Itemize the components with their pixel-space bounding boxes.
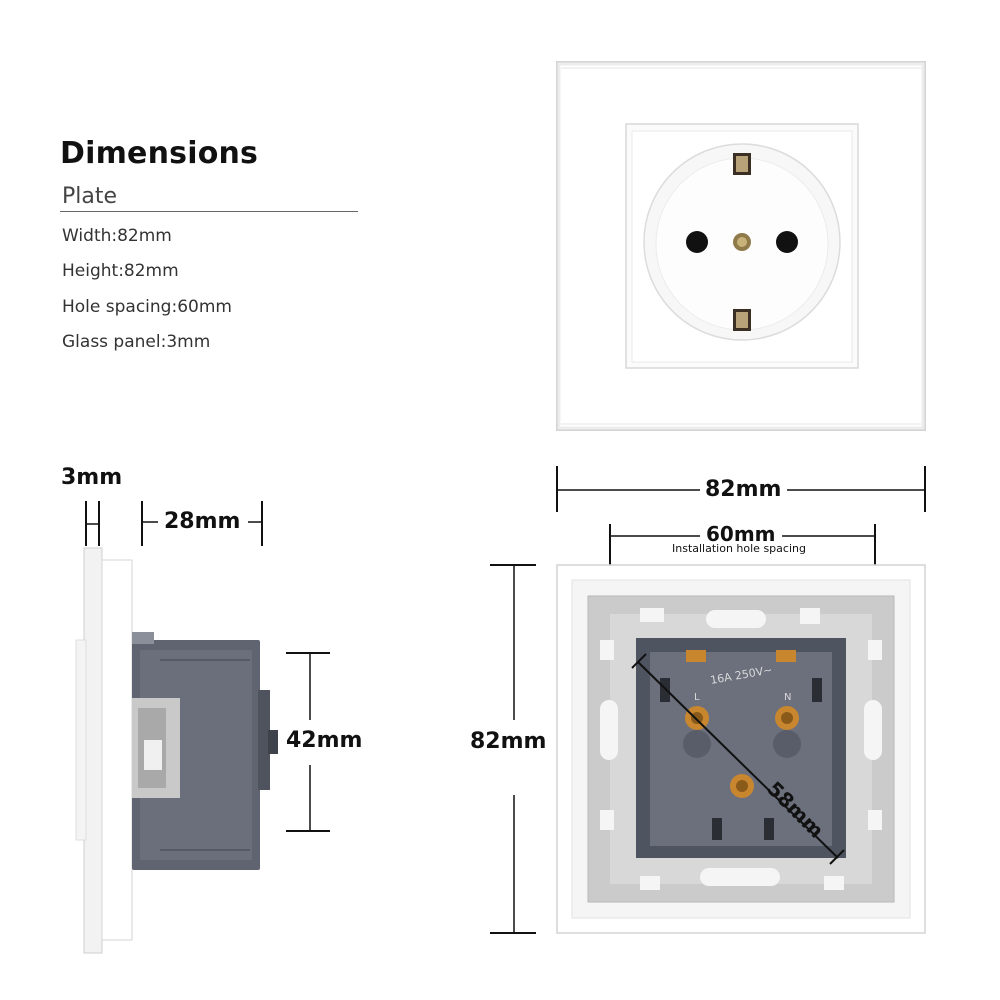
- neutral-label: N: [784, 692, 791, 703]
- glass-thickness-label: 3mm: [61, 465, 123, 490]
- spec-glass-panel: Glass panel:3mm: [62, 332, 211, 352]
- side-view: [75, 501, 330, 954]
- depth-label: 28mm: [162, 509, 243, 534]
- height-label: 82mm: [468, 729, 549, 754]
- module-height-label: 42mm: [284, 728, 365, 753]
- width-label: 82mm: [703, 477, 784, 502]
- spec-height: Height:82mm: [62, 261, 179, 281]
- spec-width: Width:82mm: [62, 226, 172, 246]
- hole-spacing-caption: Installation hole spacing: [670, 542, 808, 555]
- spec-hole-spacing: Hole spacing:60mm: [62, 297, 232, 317]
- section-subtitle: Plate: [62, 184, 118, 209]
- live-label: L: [694, 692, 700, 703]
- front-view-socket: [556, 61, 926, 431]
- subtitle-divider: [60, 211, 358, 212]
- back-view: [490, 466, 926, 934]
- page-title: Dimensions: [60, 136, 259, 171]
